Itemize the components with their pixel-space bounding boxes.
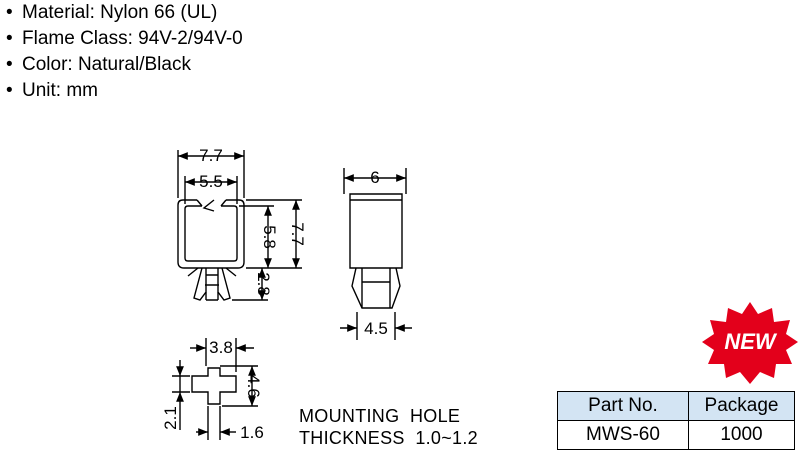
dim-side-width: 6 — [370, 168, 379, 187]
header-package: Package — [688, 391, 795, 421]
mounting-hole — [191, 367, 237, 405]
table-row: MWS-60 1000 — [557, 420, 795, 450]
dim-side-leg-width: 4.5 — [364, 319, 388, 338]
table-header-row: Part No. Package — [557, 391, 795, 421]
spec-list: •Material: Nylon 66 (UL) •Flame Class: 9… — [6, 0, 243, 104]
starburst-shape — [702, 302, 798, 384]
new-label: NEW — [724, 329, 778, 354]
new-badge: NEW — [702, 302, 798, 384]
dim-hole-height: 4.6 — [244, 374, 263, 398]
cell-package: 1000 — [688, 420, 795, 450]
dim-front-width-inner: 5.5 — [199, 172, 223, 191]
spec-color: •Color: Natural/Black — [6, 54, 191, 75]
dim-hole-slot-width: 1.6 — [240, 423, 264, 442]
side-view — [349, 193, 403, 309]
dim-leg-height: 2.8 — [254, 272, 273, 296]
side-dim-lines — [340, 168, 412, 340]
spec-unit: •Unit: mm — [6, 80, 98, 101]
front-view — [177, 199, 245, 301]
mounting-hole-note: MOUNTING HOLE THICKNESS 1.0~1.2 — [299, 406, 478, 448]
dim-front-height-outer: 7.7 — [288, 222, 307, 246]
part-table: Part No. Package MWS-60 1000 — [557, 391, 795, 450]
spec-flame-class: •Flame Class: 94V-2/94V-0 — [6, 28, 243, 49]
hole-dim-lines — [172, 338, 258, 440]
dim-hole-slot-height: 2.1 — [161, 406, 180, 430]
cell-part-no: MWS-60 — [557, 420, 689, 450]
spec-material: •Material: Nylon 66 (UL) — [6, 2, 218, 23]
front-dim-lines — [177, 150, 302, 301]
header-part-no: Part No. — [557, 391, 689, 421]
dim-hole-width: 3.8 — [209, 338, 233, 357]
dim-front-width-outer: 7.7 — [199, 146, 223, 165]
dim-front-height-inner: 5.8 — [260, 225, 279, 249]
